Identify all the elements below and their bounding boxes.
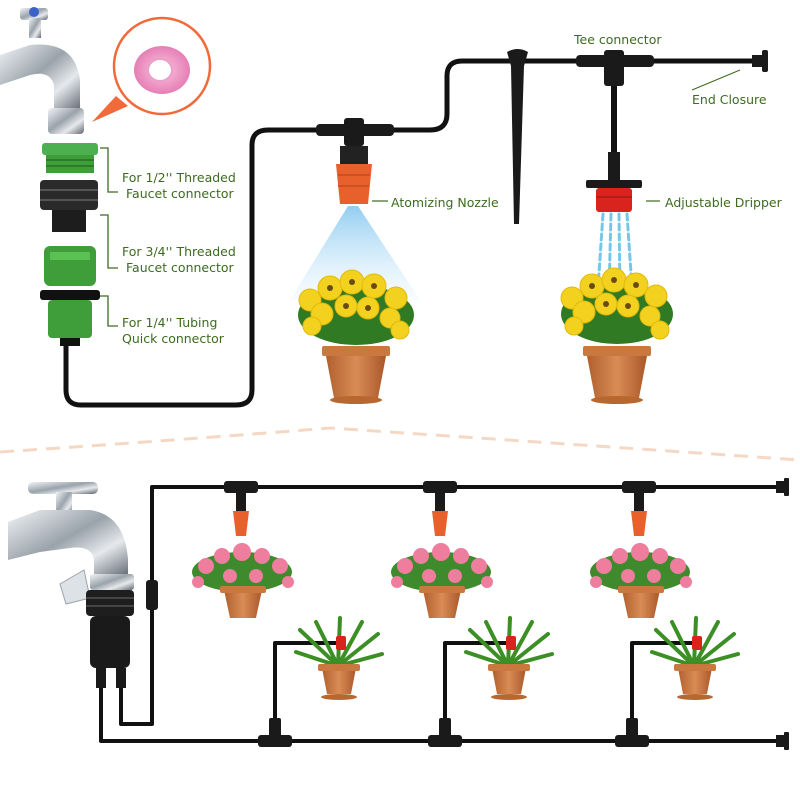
inline-connector-icon bbox=[146, 580, 158, 610]
adjustable-dripper-icon bbox=[692, 636, 702, 650]
bottom-nozzle-row bbox=[224, 478, 789, 536]
faucet-connector-stack bbox=[40, 143, 100, 346]
flower-pot-icon bbox=[294, 616, 384, 700]
flower-pot-icon bbox=[298, 269, 414, 404]
half-inch-label-line1: For 1/2'' Threaded bbox=[122, 170, 236, 185]
quarter-inch-label-line2: Quick connector bbox=[122, 331, 224, 346]
adjustable-dripper-icon bbox=[506, 636, 516, 650]
faucet-icon bbox=[0, 7, 84, 134]
quarter-inch-connector-label: For 1/4'' Tubing Quick connector bbox=[122, 315, 224, 347]
adjustable-dripper-label: Adjustable Dripper bbox=[665, 195, 782, 210]
stake-icon bbox=[507, 49, 528, 224]
atomizing-nozzle-icon bbox=[423, 481, 457, 536]
mist-spray bbox=[290, 206, 420, 300]
bottom-tubing bbox=[99, 485, 778, 743]
flower-pot-icon bbox=[650, 616, 740, 700]
fern-pots bbox=[294, 616, 740, 700]
half-inch-connector-label: For 1/2'' Threaded Faucet connector bbox=[122, 170, 236, 202]
atomizing-nozzle-icon bbox=[336, 146, 388, 204]
end-closure-label: End Closure bbox=[692, 92, 767, 107]
three-quarter-connector-label: For 3/4'' Threaded Faucet connector bbox=[122, 244, 236, 276]
tee-connector-icon bbox=[615, 718, 649, 747]
bottom-tee-row bbox=[258, 718, 789, 750]
flower-pot-icon bbox=[192, 543, 294, 618]
end-closure-icon bbox=[691, 50, 768, 91]
atomizing-nozzle-icon bbox=[224, 481, 258, 536]
tee-connector-icon bbox=[258, 718, 292, 747]
three-quarter-label-line1: For 3/4'' Threaded bbox=[122, 244, 236, 259]
end-closure-icon bbox=[776, 478, 789, 496]
flower-pot-icon bbox=[590, 543, 692, 618]
tee-connector-icon bbox=[576, 50, 654, 86]
top-tubing bbox=[63, 58, 755, 408]
pink-flower-pots bbox=[192, 543, 692, 618]
flower-pot-icon bbox=[560, 267, 673, 404]
quarter-inch-label-line1: For 1/4'' Tubing bbox=[122, 315, 218, 330]
atomizing-nozzle-label: Atomizing Nozzle bbox=[391, 195, 499, 210]
flower-pot-icon bbox=[391, 543, 493, 618]
atomizing-nozzle-icon bbox=[622, 481, 656, 536]
section-divider bbox=[0, 426, 800, 462]
tee-connector-icon bbox=[428, 718, 462, 747]
quarter-inch-quick-connector-icon bbox=[40, 246, 100, 346]
flower-pot-icon bbox=[464, 616, 554, 700]
tee-connector-label: Tee connector bbox=[574, 32, 662, 47]
faucet-splitter-icon bbox=[86, 590, 134, 688]
label-brackets bbox=[100, 147, 118, 327]
faucet-icon bbox=[8, 482, 134, 605]
three-quarter-label-line2: Faucet connector bbox=[126, 260, 234, 275]
three-quarter-threaded-connector-icon bbox=[40, 180, 98, 232]
half-inch-label-line2: Faucet connector bbox=[126, 186, 234, 201]
adjustable-dripper-icon bbox=[336, 636, 346, 650]
tee-connector-icon bbox=[316, 118, 394, 146]
end-closure-icon bbox=[776, 732, 789, 750]
adjustable-dripper-icon bbox=[586, 152, 660, 212]
sealing-tape-icon bbox=[92, 16, 212, 122]
half-inch-threaded-connector-icon bbox=[42, 143, 98, 173]
